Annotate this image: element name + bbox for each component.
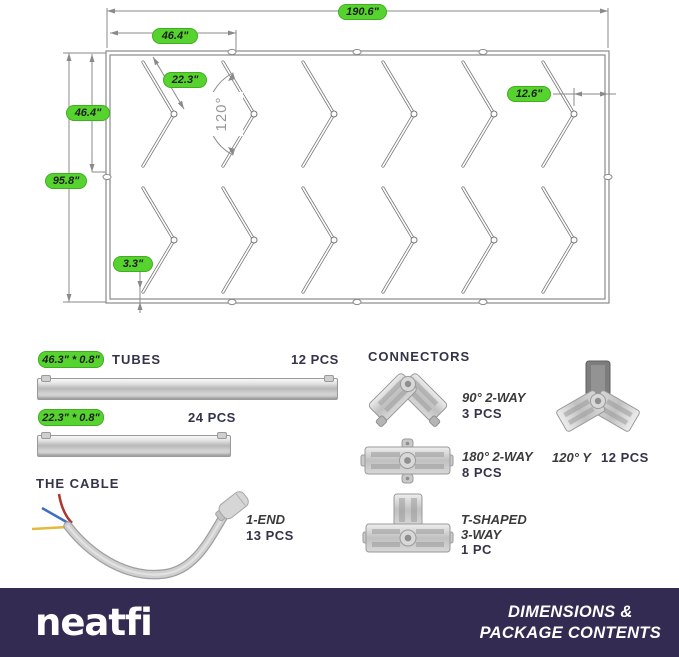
connector-90-name: 90° 2-WAY <box>462 390 526 405</box>
connector-180-image <box>360 438 454 484</box>
connector-t-name: T-SHAPED <box>461 512 527 527</box>
tube-short-qty: 24 PCS <box>188 410 236 425</box>
connectors-heading: CONNECTORS <box>368 349 471 364</box>
connector-t-name2: 3-WAY <box>461 527 502 542</box>
frame-dimension-diagram <box>63 8 616 313</box>
connector-90-image <box>368 373 448 427</box>
connector-120y-qty: 12 PCS <box>601 450 649 465</box>
tube-long-image <box>37 375 338 400</box>
footer-bar: neatfi DIMENSIONS & PACKAGE CONTENTS <box>0 588 679 657</box>
connector-t-qty: 1 PC <box>461 542 492 557</box>
connector-180-qty: 8 PCS <box>462 465 503 480</box>
cable-heading: THE CABLE <box>36 476 120 491</box>
tube-short-size-pill: 22.3" * 0.8" <box>38 409 104 426</box>
tube-short-image <box>37 432 231 457</box>
dim-bottom-gap: 3.3" <box>113 256 153 272</box>
footer-title-line1: DIMENSIONS & <box>507 602 633 621</box>
cable-type: 1-END <box>246 512 286 527</box>
cable-plug <box>215 491 249 522</box>
footer-title-line2: PACKAGE CONTENTS <box>479 623 661 642</box>
connector-90-qty: 3 PCS <box>462 406 503 421</box>
footer-title: DIMENSIONS & PACKAGE CONTENTS <box>480 602 661 644</box>
dim-edge-gap: 12.6" <box>507 86 551 102</box>
brand-logo: neatfi <box>35 601 153 644</box>
dim-angle: 120° <box>199 92 243 136</box>
dim-half-height: 46.4" <box>66 105 110 121</box>
connector-120y-image <box>556 360 640 432</box>
dim-tube-length: 22.3" <box>163 72 207 88</box>
dim-section-width: 46.4" <box>152 28 198 44</box>
cable-qty: 13 PCS <box>246 528 294 543</box>
frame-outline <box>102 48 613 306</box>
connector-120y-name: 120° Y <box>552 450 591 465</box>
cable-image <box>31 491 249 580</box>
dim-total-height: 95.8" <box>45 173 87 189</box>
dim-total-width: 190.6" <box>338 4 387 20</box>
tubes-heading: TUBES <box>112 352 162 367</box>
connector-180-name: 180° 2-WAY <box>462 449 533 464</box>
connector-t-image <box>362 493 454 553</box>
tube-long-qty: 12 PCS <box>291 352 339 367</box>
tube-long-size-pill: 46.3" * 0.8" <box>38 351 104 368</box>
